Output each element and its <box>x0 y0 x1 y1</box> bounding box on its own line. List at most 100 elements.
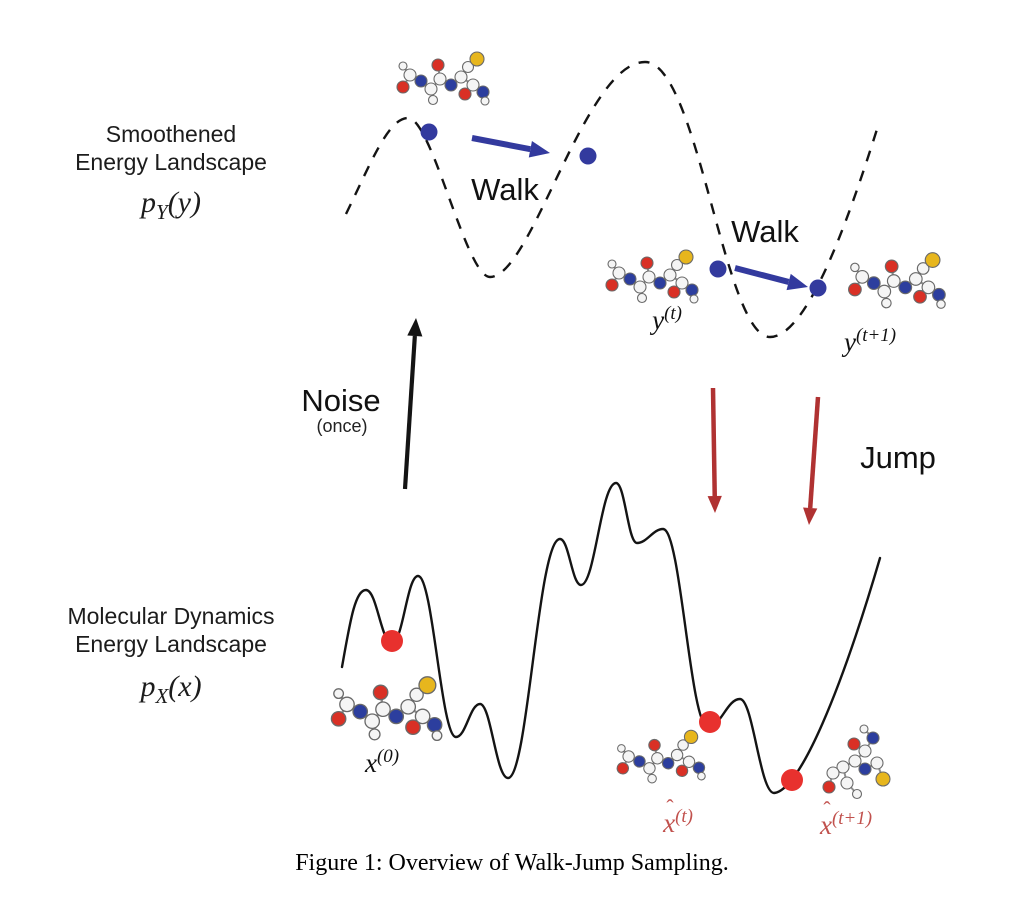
smoothed-landscape-line2: Energy Landscape <box>75 149 267 175</box>
atom-N <box>426 716 443 733</box>
molecule-4 <box>330 676 443 742</box>
atom-S <box>469 51 485 67</box>
atom-O <box>616 762 630 775</box>
molecule-2 <box>605 249 699 304</box>
smoothed-landscape-label: Smoothened Energy Landscape pY(y) <box>21 120 321 226</box>
hat-accent: ˆ <box>823 797 831 822</box>
y-t1-label: y(t+1) <box>770 325 970 358</box>
atom-C <box>364 713 381 730</box>
atom-C <box>333 688 345 700</box>
jump-arrow-1-shaft <box>710 387 717 497</box>
x-0-label: x(0) <box>282 746 482 779</box>
atom-O <box>667 285 681 299</box>
walk-arrow-1-shaft <box>471 135 531 153</box>
atom-C <box>670 258 684 272</box>
jump-arrow-2-shaft <box>807 396 821 509</box>
md-landscape-label: Molecular Dynamics Energy Landscape pX(x… <box>21 602 321 710</box>
atom-C <box>850 262 860 273</box>
atom-C <box>466 78 480 92</box>
sample-dot <box>699 711 721 733</box>
atom-S <box>875 771 891 787</box>
noise-arrow-head <box>407 318 423 337</box>
sample-dot <box>381 630 403 652</box>
py-arg: (y) <box>167 186 201 219</box>
walk-arrow-1-head <box>528 140 550 158</box>
py-base: p <box>141 186 156 219</box>
px-base: p <box>140 670 156 703</box>
atom-C <box>851 788 863 800</box>
molecule-1 <box>396 51 490 106</box>
atom-C <box>916 262 930 275</box>
atom-O <box>913 289 927 304</box>
atom-C <box>908 272 923 286</box>
jump-arrow-1 <box>707 387 722 513</box>
atom-C <box>855 269 870 284</box>
atom-N <box>444 78 458 92</box>
atom-S <box>683 729 699 745</box>
atom-C <box>633 280 647 294</box>
py-math-label: pY(y) <box>21 186 321 226</box>
molecule-5 <box>616 729 706 784</box>
atom-C <box>921 280 936 295</box>
atom-S <box>418 676 437 695</box>
y-t-base: y <box>652 305 665 335</box>
atom-C <box>414 708 431 725</box>
atom-O <box>884 259 899 274</box>
atom-C <box>636 292 648 304</box>
atom-O <box>822 780 836 794</box>
md-energy-curve <box>340 481 882 795</box>
jump-arrow-2-head <box>803 507 818 525</box>
atom-O <box>605 278 619 292</box>
atom-C <box>870 756 884 770</box>
walker-dot <box>420 123 438 141</box>
noise-label: Noise <box>301 383 381 418</box>
walk-label-2: Walk <box>731 214 799 249</box>
atom-C <box>454 70 468 84</box>
atom-O <box>847 737 861 751</box>
atom-C <box>643 762 656 775</box>
px-math-label: pX(x) <box>21 670 321 710</box>
atom-C <box>689 294 699 304</box>
atom-N <box>685 283 699 297</box>
atom-O <box>848 282 862 297</box>
atom-C <box>877 284 892 299</box>
atom-N <box>858 762 872 776</box>
y-t1-sup: (t+1) <box>855 325 896 346</box>
y-t-label: y(t) <box>567 303 767 336</box>
py-sub: Y <box>156 200 168 224</box>
atom-N <box>352 703 369 720</box>
atom-C <box>840 776 854 790</box>
atom-C <box>461 60 475 74</box>
atom-C <box>682 755 696 769</box>
jump-arrow-2 <box>803 396 821 525</box>
atom-C <box>427 94 439 106</box>
atom-C <box>617 744 626 753</box>
atom-C <box>697 771 706 781</box>
molecule-3 <box>848 252 946 309</box>
atom-N <box>414 74 428 88</box>
sample-dot <box>781 769 803 791</box>
figure-caption: Figure 1: Overview of Walk-Jump Sampling… <box>295 850 729 876</box>
atom-N <box>866 731 880 745</box>
noise-once-label: (once) <box>316 416 368 436</box>
x-0-base: x <box>364 748 377 778</box>
atom-C <box>431 730 443 742</box>
atom-C <box>848 754 862 768</box>
atom-N <box>388 708 405 725</box>
noise-arrow <box>402 318 423 490</box>
atom-C <box>368 728 381 741</box>
atom-N <box>692 761 706 774</box>
px-sub: X <box>155 684 169 708</box>
hat-accent: ˆ <box>666 795 674 820</box>
walk-arrow-2-head <box>786 273 808 291</box>
atom-C <box>612 266 626 280</box>
xhat-t1-base: x <box>819 810 832 840</box>
walk-arrow-2-shaft <box>734 265 790 285</box>
xhat-t1-sup: (t+1) <box>831 808 872 829</box>
molecule-6 <box>822 724 891 800</box>
atom-C <box>826 766 840 780</box>
